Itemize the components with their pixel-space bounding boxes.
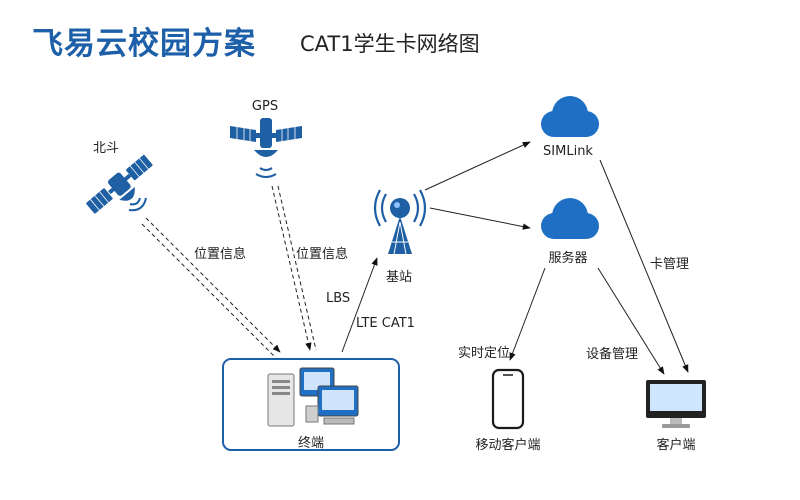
server-label: 服务器	[548, 251, 588, 266]
edge-basestation-simlink	[424, 141, 531, 191]
page-subtitle: CAT1学生卡网络图	[300, 32, 480, 56]
edge-label-lte: LTE CAT1	[356, 316, 415, 331]
antenna-tower-icon	[373, 189, 427, 255]
satellite-icon	[230, 118, 302, 178]
computers-icon	[267, 367, 359, 427]
cloud-icon	[541, 198, 599, 239]
edge-beidou-terminal-a	[145, 217, 281, 353]
cloud-icon	[541, 96, 599, 137]
base-station-label: 基站	[385, 270, 413, 285]
terminal-box	[222, 358, 400, 451]
edge-gps-terminal-a	[271, 185, 312, 351]
edge-server-client	[597, 267, 665, 375]
edge-terminal-basestation	[341, 257, 378, 353]
edge-label-device-management: 设备管理	[586, 347, 639, 362]
beidou-label: 北斗	[93, 141, 120, 156]
mobile-client-label: 移动客户端	[475, 438, 541, 453]
monitor-icon	[646, 380, 706, 428]
edge-label-gps-location: 位置信息	[296, 247, 349, 262]
edge-beidou-terminal-b	[141, 223, 275, 357]
edge-label-realtime-location: 实时定位	[458, 346, 511, 361]
edge-label-card-management: 卡管理	[650, 257, 690, 272]
edge-label-beidou-location: 位置信息	[194, 247, 247, 262]
satellite-icon	[86, 154, 153, 214]
edge-label-lbs: LBS	[326, 291, 351, 306]
client-label: 客户端	[656, 438, 696, 453]
edge-basestation-server	[429, 207, 531, 230]
edge-simlink-client	[599, 159, 689, 373]
edge-server-mobile	[509, 267, 546, 361]
simlink-label: SIMLink	[543, 144, 593, 159]
terminal-label: 终端	[297, 436, 325, 451]
gps-label: GPS	[251, 99, 279, 114]
edge-gps-terminal-b	[277, 185, 317, 351]
page-title: 飞易云校园方案	[32, 26, 256, 62]
smartphone-icon	[491, 368, 525, 430]
